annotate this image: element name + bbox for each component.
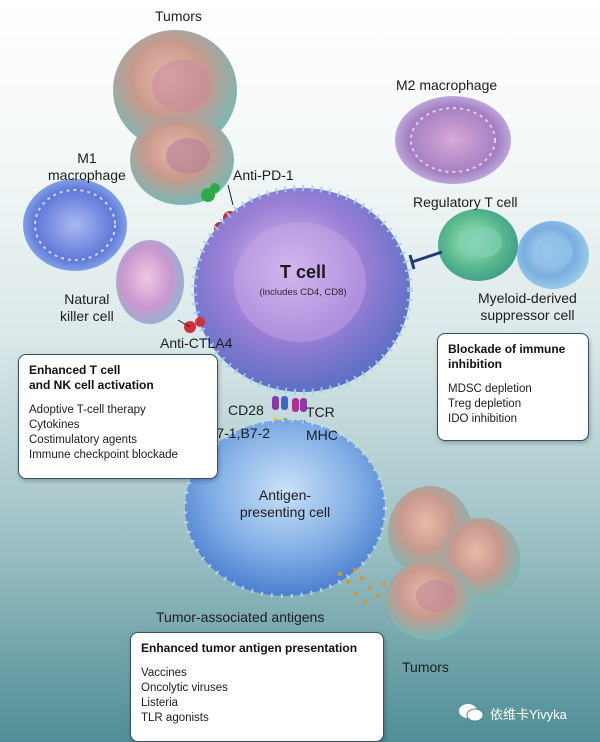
anti-ctla4-label: Anti-CTLA4	[160, 335, 232, 352]
tumor-associated-antigens-label: Tumor-associated antigens	[156, 609, 324, 626]
t-cell-sublabel: (includes CD4, CD8)	[232, 287, 374, 298]
tumor-cells-bottom	[386, 486, 520, 640]
activation-item: Immune checkpoint blockade	[29, 448, 207, 463]
tumors-bottom-label: Tumors	[402, 659, 449, 676]
m2-macrophage-label: M2 macrophage	[396, 77, 497, 94]
inhibition-arrow	[410, 252, 442, 269]
apc-label: Antigen- presenting cell	[228, 487, 342, 521]
wechat-icon	[458, 703, 484, 723]
blockade-item: MDSC depletion	[448, 382, 578, 397]
presentation-box-title: Enhanced tumor antigen presentation	[141, 641, 373, 656]
presentation-item: Listeria	[141, 696, 373, 711]
nk-cell	[116, 240, 184, 324]
blockade-item: IDO inhibition	[448, 412, 578, 427]
tumor-cells-top	[113, 30, 237, 205]
t-cell-label: T cell	[242, 262, 364, 283]
activation-box-title: Enhanced T cell and NK cell activation	[29, 363, 207, 393]
anti-pd1-label: Anti-PD-1	[233, 167, 294, 184]
watermark-text: 依维卡Yivyka	[490, 704, 567, 723]
tcr-label: TCR	[306, 404, 335, 421]
tumors-top-label: Tumors	[155, 8, 202, 25]
presentation-item: TLR agonists	[141, 711, 373, 726]
m1-macrophage-cell	[23, 179, 127, 271]
activation-item: Cytokines	[29, 418, 207, 433]
regulatory-t-cell	[438, 209, 518, 281]
nk-cell-label: Natural killer cell	[60, 291, 114, 325]
presentation-item: Vaccines	[141, 666, 373, 681]
activation-item: Adoptive T-cell therapy	[29, 403, 207, 418]
m1-macrophage-label: M1 macrophage	[48, 150, 126, 184]
watermark: 依维卡Yivyka	[458, 703, 567, 723]
regulatory-t-cell-label: Regulatory T cell	[413, 194, 518, 211]
cd28-label: CD28	[228, 402, 264, 419]
myeloid-derived-suppressor-cell	[517, 221, 589, 289]
mdsc-label: Myeloid-derived suppressor cell	[478, 290, 577, 324]
presentation-item: Oncolytic viruses	[141, 681, 373, 696]
blockade-box-title: Blockade of immune inhibition	[448, 342, 578, 372]
presentation-box: Enhanced tumor antigen presentation Vacc…	[130, 632, 384, 742]
blockade-box: Blockade of immune inhibition MDSC deple…	[437, 333, 589, 441]
blockade-item: Treg depletion	[448, 397, 578, 412]
activation-item: Costimulatory agents	[29, 433, 207, 448]
activation-box: Enhanced T cell and NK cell activation A…	[18, 354, 218, 479]
mhc-label: MHC	[306, 427, 338, 444]
m2-macrophage-cell	[395, 96, 511, 184]
